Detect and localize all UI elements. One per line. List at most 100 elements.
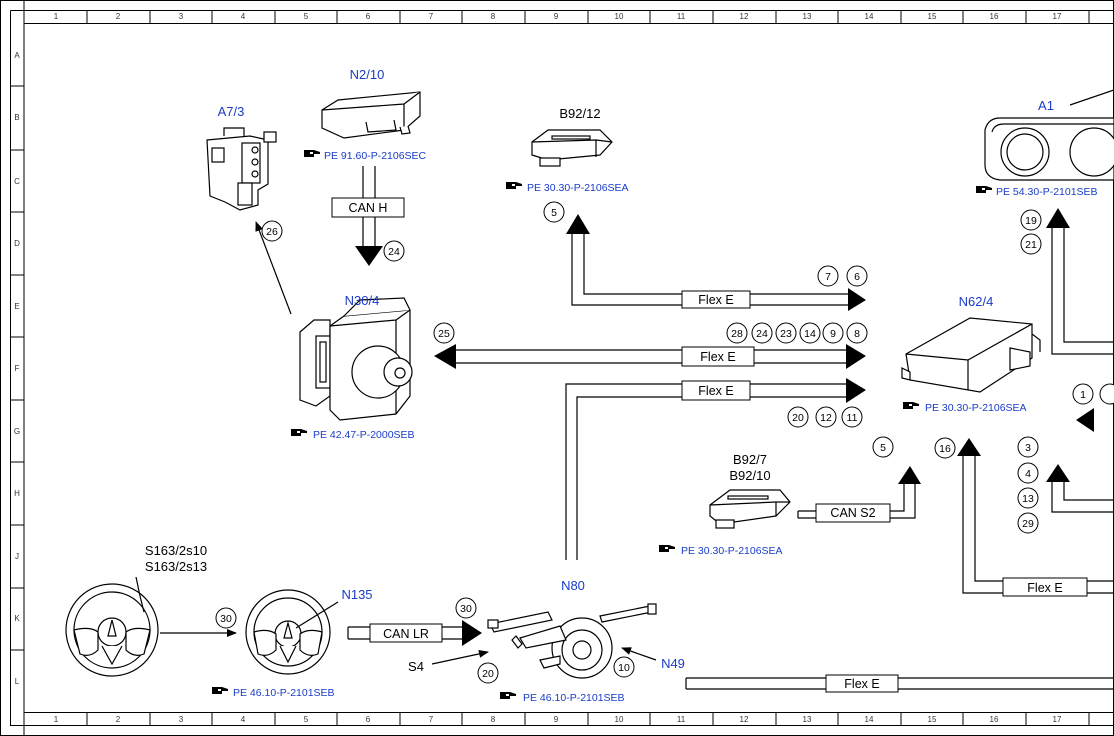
pointing-hand-icon [212, 687, 228, 694]
bus-label: Flex E [698, 384, 733, 398]
component-label: N30/4 [345, 293, 380, 308]
bus-label: CAN S2 [830, 506, 875, 520]
signal-number: 20 [482, 668, 494, 680]
ruler-col: 12 [740, 715, 749, 724]
reference-link[interactable]: PE 46.10-P-2101SEB [233, 687, 335, 699]
reference-link[interactable]: PE 91.60-P-2106SEC [324, 150, 427, 162]
signal-number: 19 [1025, 215, 1037, 227]
sensor-icon [531, 129, 613, 167]
pointing-hand-icon [304, 150, 320, 157]
pointing-hand-icon [659, 545, 675, 552]
ruler-col: 17 [1053, 12, 1062, 21]
signal-number: 4 [1025, 468, 1031, 480]
signal-number: 12 [820, 412, 832, 424]
component-label: N2/10 [350, 67, 385, 82]
signal-number: 14 [804, 328, 816, 340]
ruler-col: 16 [990, 12, 999, 21]
ruler-col: 6 [366, 12, 371, 21]
pointing-hand-icon [291, 429, 307, 436]
ruler-row: F [15, 364, 20, 373]
ruler-row: B [14, 113, 19, 122]
signal-circles [215, 201, 1114, 684]
reference-link[interactable]: PE 46.10-P-2101SEB [523, 692, 625, 704]
ruler-col: 2 [116, 12, 121, 21]
ruler-col: 17 [1053, 715, 1062, 724]
ruler-col: 6 [366, 715, 371, 724]
signal-number: 5 [551, 207, 557, 219]
ruler-row: J [15, 552, 19, 561]
bus-label: Flex E [844, 677, 879, 691]
reference-link[interactable]: PE 30.30-P-2106SEA [925, 402, 1027, 414]
bus-label: Flex E [700, 350, 735, 364]
ruler-col: 5 [304, 12, 309, 21]
pointing-hand-icon [506, 182, 522, 189]
bus-label: CAN H [349, 201, 388, 215]
steering-wheel-icon [245, 589, 331, 675]
bus-label-boxes [331, 197, 1088, 693]
steering-wheel-icon [65, 583, 159, 677]
ruler-col: 14 [865, 715, 874, 724]
ruler-col: 2 [116, 715, 121, 724]
pointing-hand-icon [903, 402, 919, 409]
arrowheads [355, 208, 1094, 646]
pointing-hand-icon [500, 692, 516, 699]
signal-number: 24 [756, 328, 768, 340]
ruler-col: 7 [429, 715, 434, 724]
ruler-col: 7 [429, 12, 434, 21]
component-label: A7/3 [218, 104, 245, 119]
component-label: N135 [341, 587, 372, 602]
reference-links[interactable]: PE 91.60-P-2106SEC PE 30.30-P-2106SEA PE… [212, 150, 1098, 704]
signal-number: 9 [830, 328, 836, 340]
ruler-row: H [14, 489, 20, 498]
signal-number: 23 [780, 328, 792, 340]
ruler-col: 1 [54, 12, 59, 21]
ruler-row: A [14, 51, 20, 60]
hydraulic-unit-icon [206, 127, 277, 211]
signal-number: 24 [388, 246, 400, 258]
signal-number: 29 [1022, 518, 1034, 530]
ruler-col: 4 [241, 715, 246, 724]
ruler-col: 5 [304, 715, 309, 724]
ruler-col: 8 [491, 715, 496, 724]
reference-link[interactable]: PE 30.30-P-2106SEA [527, 182, 629, 194]
component-label: A1 [1038, 98, 1054, 113]
control-unit-icon [321, 91, 421, 139]
component-label: N49 [661, 656, 685, 671]
bus-label: Flex E [698, 293, 733, 307]
ruler-ticks [10, 10, 1090, 725]
signal-number: 6 [854, 271, 860, 283]
ruler-col: 10 [615, 715, 624, 724]
bus-labels: CAN H Flex E Flex E Flex E CAN S2 Flex E… [349, 201, 1063, 691]
component-label: S4 [408, 659, 424, 674]
ruler-top: 1 2 3 4 5 6 7 8 9 10 11 12 13 14 15 16 1… [54, 12, 1062, 21]
ruler-col: 15 [928, 12, 937, 21]
reference-link[interactable]: PE 42.47-P-2000SEB [313, 429, 415, 441]
ruler-col: 9 [554, 12, 559, 21]
signal-number: 16 [939, 443, 951, 455]
ruler-col: 11 [677, 715, 686, 724]
sensor-icon [709, 489, 791, 529]
pointing-hand-icon [976, 186, 992, 193]
signal-number: 20 [792, 412, 804, 424]
bus-label: Flex E [1027, 581, 1062, 595]
reference-link[interactable]: PE 30.30-P-2106SEA [681, 545, 783, 557]
control-unit-icon [901, 317, 1041, 393]
signal-number: 10 [618, 662, 630, 674]
esp-control-unit-icon [299, 297, 413, 421]
ruler-left: A B C D E F G H J K L [14, 51, 20, 686]
ruler-row: E [14, 302, 19, 311]
component-label: B92/12 [559, 106, 600, 121]
ruler-col: 15 [928, 715, 937, 724]
signal-number: 26 [266, 226, 278, 238]
ruler-col: 16 [990, 715, 999, 724]
component-labels: A7/3 N2/10 B92/12 A1 N30/4 N62/4 B92/7 B… [145, 67, 1054, 674]
signal-number: 25 [438, 328, 450, 340]
signal-numbers: 26 24 5 7 6 19 21 25 28 24 23 14 9 8 20 … [220, 207, 1086, 680]
ruler-col: 13 [803, 715, 812, 724]
bus-label: CAN LR [383, 627, 429, 641]
signal-number: 3 [1025, 442, 1031, 454]
component-label: N80 [561, 578, 585, 593]
reference-link[interactable]: PE 54.30-P-2101SEB [996, 186, 1098, 198]
ruler-col: 4 [241, 12, 246, 21]
